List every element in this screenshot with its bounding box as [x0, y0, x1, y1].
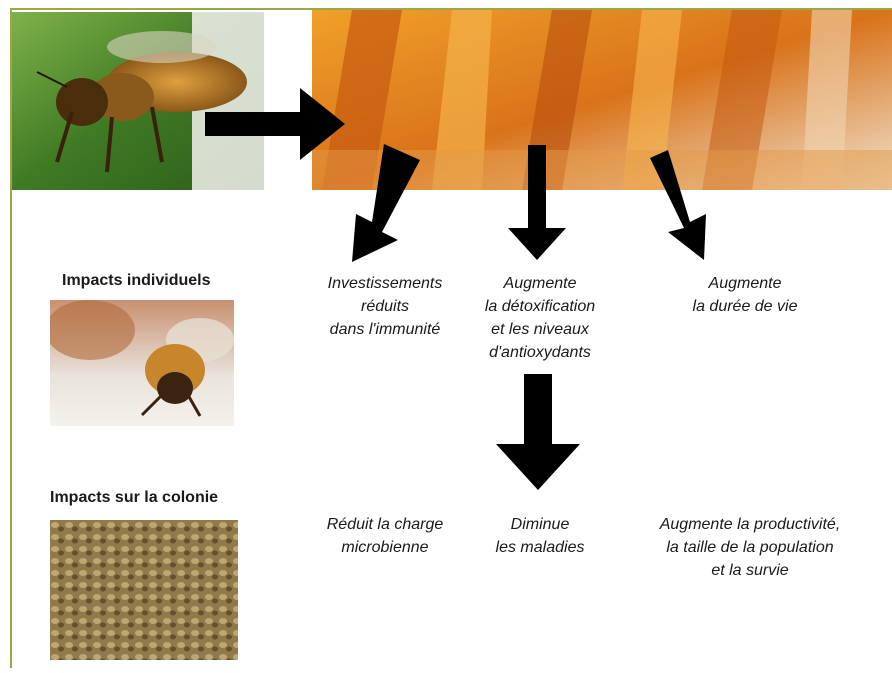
propolis-hive-frame-photo [312, 10, 892, 190]
immunity-effect-label: Investissements réduits dans l'immunité [300, 272, 470, 341]
lifespan-effect-label: Augmente la durée de vie [650, 272, 840, 318]
honeybee-photo [12, 12, 264, 190]
disease-reduction-label: Diminue les maladies [460, 513, 620, 559]
microbial-load-label: Réduit la charge microbienne [300, 513, 470, 559]
honeybee-closeup-photo [50, 300, 234, 426]
bee-colony-photo [50, 520, 238, 660]
arrow-down-large-icon [496, 374, 580, 490]
detox-effect-label: Augmente la détoxification et les niveau… [452, 272, 628, 364]
productivity-label: Augmente la productivité, la taille de l… [620, 513, 880, 582]
individual-impacts-heading: Impacts individuels [62, 272, 210, 290]
colony-impacts-heading: Impacts sur la colonie [50, 489, 218, 507]
